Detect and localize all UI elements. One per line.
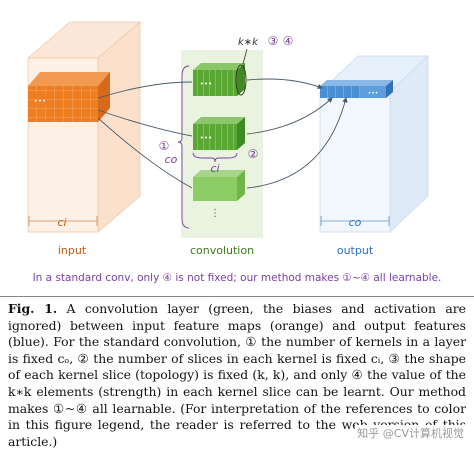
caption-text: A convolution layer (green, the biases a… (8, 301, 466, 449)
convolution-figure: ••• ci input ••• ••• ⋮ ci ② ① co k∗k ③ ④ (26, 21, 430, 257)
num2-marker: ② (248, 147, 259, 161)
kernel-2: ••• (193, 117, 245, 150)
num4-marker: ④ (283, 34, 294, 48)
figure-subcaption: In a standard conv, only ④ is not fixed;… (32, 272, 442, 284)
kernel-1: ••• (193, 63, 247, 96)
output-tensor: ••• (318, 55, 430, 233)
input-ci-dimension: ci (28, 216, 98, 229)
conv-ci-label: ci (210, 162, 219, 175)
kernel-3 (193, 170, 245, 201)
caption-figure-label: Fig. 1. (8, 301, 58, 316)
input-tensor: ••• (26, 21, 142, 233)
figure-caption: Fig. 1. A convolution layer (green, the … (8, 301, 466, 450)
kernel-2-dots: ••• (200, 134, 212, 142)
num3-marker: ③ (268, 34, 279, 48)
conv-ci-brace (192, 152, 238, 163)
conv-co-label: co (165, 153, 178, 166)
output-co-label: co (349, 216, 362, 229)
output-label: output (337, 244, 374, 257)
output-co-dimension: co (320, 216, 390, 229)
input-label: input (58, 244, 87, 257)
flow-arrows (97, 78, 348, 189)
kernel-1-dots: ••• (200, 80, 212, 88)
convolution-label: convolution (190, 244, 254, 257)
num1-marker: ① (159, 139, 170, 153)
kxk-label: k∗k (238, 37, 259, 48)
kernel-vdots: ⋮ (210, 208, 220, 219)
input-dots: ••• (34, 97, 46, 105)
watermark: 知乎 @CV计算机视觉 (355, 425, 466, 441)
caption-divider (0, 296, 474, 297)
kxk-arrow (242, 48, 248, 65)
output-dots: ••• (368, 90, 379, 97)
input-ci-label: ci (57, 216, 66, 229)
conv-co-brace (177, 65, 190, 229)
